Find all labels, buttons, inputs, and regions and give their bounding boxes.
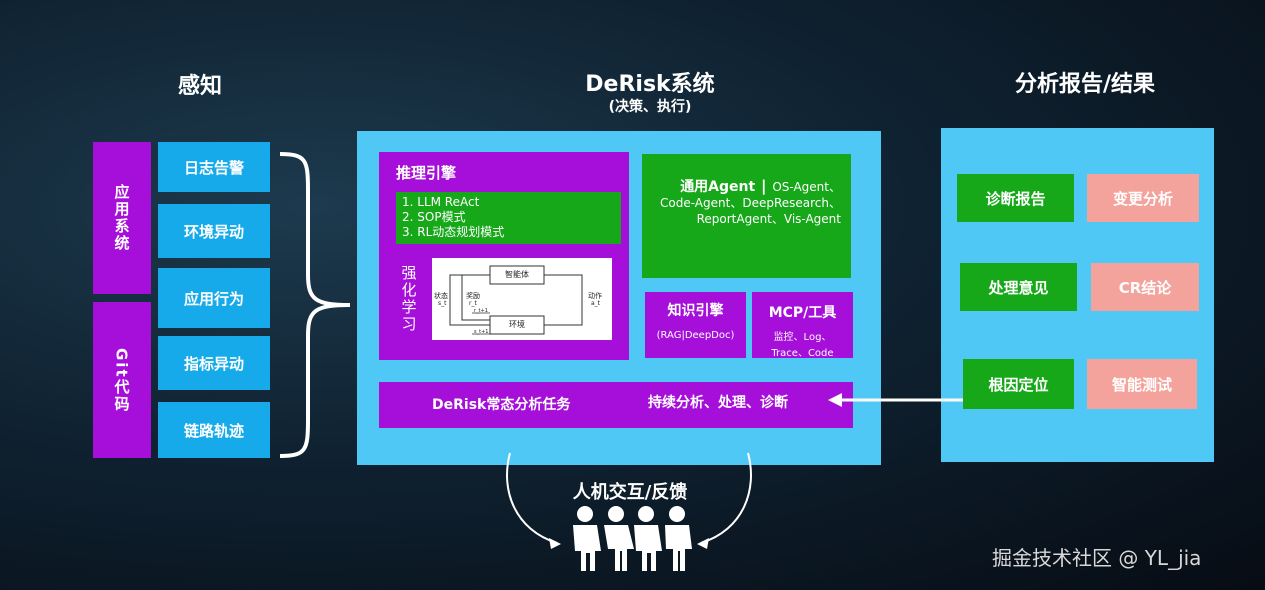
group-git-code: Git代码 <box>93 302 151 458</box>
knowledge-sub: (RAG|DeepDoc) <box>656 330 735 341</box>
rl-agent-label: 智能体 <box>505 270 529 279</box>
mcp-line1: 监控、Log、 <box>773 332 832 343</box>
rl-figure: 智能体 环境 状态 s_t 奖励 r_t 动作 a_t r_t+1 s_t+1 <box>432 258 612 340</box>
report-title: 分析报告/结果 <box>1014 72 1156 97</box>
result-diagnosis-report: 诊断报告 <box>957 174 1074 222</box>
rl-label: 强化学习 <box>399 265 418 333</box>
system-subtitle: (决策、执行) <box>608 99 692 115</box>
reasoning-engine-title: 推理引擎 <box>396 164 457 182</box>
feedback-arrow <box>828 393 963 407</box>
rl-reward-sym: r_t <box>469 300 477 307</box>
agent-line-1: 通用Agent | OS-Agent、 <box>648 178 841 195</box>
agent-line2: Code-Agent、DeepResearch、 <box>660 196 841 210</box>
mcp-title: MCP/工具 <box>768 305 837 321</box>
mode-sop: 2. SOP模式 <box>402 210 466 224</box>
perception-item-env-change: 环境异动 <box>158 204 270 258</box>
result-handling-advice: 处理意见 <box>960 263 1077 311</box>
knowledge-engine-box: 知识引擎 (RAG|DeepDoc) <box>645 292 746 358</box>
watermark: 掘金技术社区 @ YL_jia <box>992 546 1202 570</box>
feedback-label: 人机交互/反馈 <box>572 482 688 503</box>
mode-rl: 3. RL动态规划模式 <box>402 225 505 239</box>
rl-state-label: 状态 <box>434 292 448 300</box>
rl-action-sym: a_t <box>591 300 601 307</box>
result-smart-test: 智能测试 <box>1087 359 1197 409</box>
result-root-cause: 根因定位 <box>963 359 1074 409</box>
rl-state-sym: s_t <box>438 300 447 307</box>
group-app-system: 应用系统 <box>93 142 151 294</box>
derisk-task-bar <box>379 382 853 428</box>
perception-title: 感知 <box>177 74 222 99</box>
mode-llm-react: 1. LLM ReAct <box>402 195 480 209</box>
people-icon <box>573 506 692 571</box>
agent-line3: ReportAgent、Vis-Agent <box>696 212 841 226</box>
perception-brace <box>279 152 351 458</box>
rl-next-state: s_t+1 <box>474 329 489 335</box>
mcp-line2: Trace、Code <box>771 348 834 359</box>
mcp-tools-box: MCP/工具 监控、Log、 Trace、Code <box>752 292 853 359</box>
reasoning-modes-box: 1. LLM ReAct 2. SOP模式 3. RL动态规划模式 <box>396 192 621 244</box>
perception-item-metric-change: 指标异动 <box>158 336 270 390</box>
knowledge-title: 知识引擎 <box>667 303 724 319</box>
system-title: DeRisk系统 <box>585 72 715 97</box>
rl-reward-label: 奖励 <box>466 292 480 300</box>
perception-item-trace: 链路轨迹 <box>158 402 270 458</box>
agent-title: 通用Agent <box>680 179 756 195</box>
agent-line1: OS-Agent、 <box>772 180 841 194</box>
result-change-analysis: 变更分析 <box>1087 174 1199 222</box>
result-cr-conclusion: CR结论 <box>1091 263 1199 311</box>
perception-item-log-alert: 日志告警 <box>158 142 270 192</box>
task-right-label: 持续分析、处理、诊断 <box>648 395 788 411</box>
agent-sep: | <box>761 177 767 195</box>
general-agent-box: 通用Agent | OS-Agent、 Code-Agent、DeepResea… <box>642 154 851 278</box>
rl-next-reward: r_t+1 <box>474 308 488 314</box>
interaction-arcs <box>506 452 752 549</box>
rl-env-label: 环境 <box>509 320 525 329</box>
perception-item-app-behavior: 应用行为 <box>158 268 270 328</box>
rl-action-label: 动作 <box>588 292 602 300</box>
task-left-label: DeRisk常态分析任务 <box>432 397 571 413</box>
